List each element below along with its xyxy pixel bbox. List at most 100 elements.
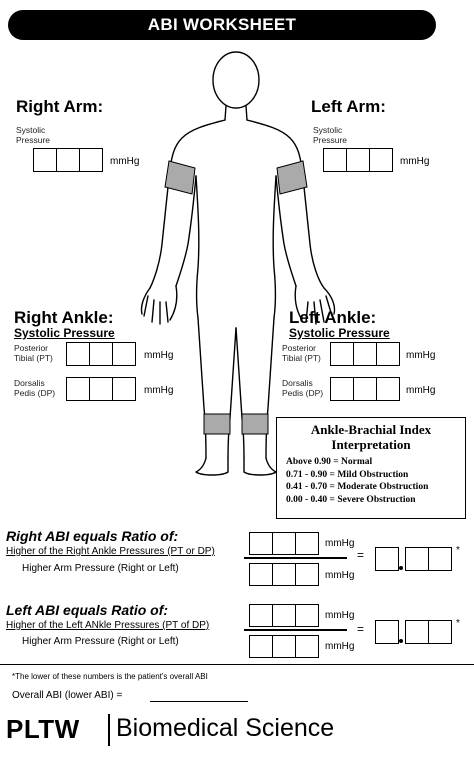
right-abi-ones-input[interactable] xyxy=(375,547,399,571)
left-dp-unit: mmHg xyxy=(406,385,436,396)
digit-box[interactable] xyxy=(90,343,113,365)
left-abi-fraction-line xyxy=(244,629,347,631)
right-abi-decimal-input[interactable] xyxy=(405,547,452,571)
right-abi-equals-sign: = xyxy=(357,548,365,562)
overall-abi-label: Overall ABI (lower ABI) = xyxy=(12,690,123,701)
digit-box[interactable] xyxy=(113,343,135,365)
digit-box[interactable] xyxy=(113,378,135,400)
digit-box[interactable] xyxy=(429,621,451,643)
left-abi-denominator-input[interactable] xyxy=(249,635,319,658)
right-abi-denominator-input[interactable] xyxy=(249,563,319,586)
digit-box[interactable] xyxy=(250,533,273,554)
right-abi-denominator-unit: mmHg xyxy=(325,570,355,581)
digit-box[interactable] xyxy=(67,378,90,400)
logo-divider xyxy=(108,714,110,746)
left-pt-unit: mmHg xyxy=(406,350,436,361)
digit-box[interactable] xyxy=(296,533,318,554)
label-line: Tibial (PT) xyxy=(282,353,321,363)
digit-box[interactable] xyxy=(250,564,273,585)
legend-item: 0.41 - 0.70 = Moderate Obstruction xyxy=(286,482,429,492)
legend-title: Ankle-Brachial Index Interpretation xyxy=(277,422,465,452)
right-abi-denominator-label: Higher Arm Pressure (Right or Left) xyxy=(22,563,179,574)
digit-box[interactable] xyxy=(250,636,273,657)
digit-box[interactable] xyxy=(34,149,57,171)
digit-box[interactable] xyxy=(273,636,296,657)
overall-abi-answer-line[interactable] xyxy=(150,701,248,702)
left-abi-decimal-input[interactable] xyxy=(405,620,452,644)
program-name: Biomedical Science xyxy=(116,714,335,742)
footnote: *The lower of these numbers is the patie… xyxy=(12,672,208,681)
digit-box[interactable] xyxy=(80,149,102,171)
label-line: Dorsalis xyxy=(282,378,313,388)
left-abi-numerator-input[interactable] xyxy=(249,604,319,627)
right-dp-pressure-input[interactable] xyxy=(66,377,136,401)
digit-box[interactable] xyxy=(296,605,318,626)
right-pt-pressure-input[interactable] xyxy=(66,342,136,366)
digit-box[interactable] xyxy=(296,564,318,585)
left-arm-title: Left Arm: xyxy=(311,97,386,116)
decimal-point xyxy=(399,639,403,643)
right-arm-title: Right Arm: xyxy=(16,97,104,116)
label-line: Posterior xyxy=(282,343,317,353)
left-abi-denominator-label: Higher Arm Pressure (Right or Left) xyxy=(22,636,179,647)
digit-box[interactable] xyxy=(429,548,451,570)
right-abi-numerator-unit: mmHg xyxy=(325,538,355,549)
left-arm-pressure-input[interactable] xyxy=(323,148,393,172)
digit-box[interactable] xyxy=(406,621,429,643)
right-pt-unit: mmHg xyxy=(144,350,174,361)
digit-box[interactable] xyxy=(377,343,399,365)
pltw-logo: PLTW xyxy=(6,714,80,744)
label-line: Pedis (DP) xyxy=(14,388,56,398)
digit-box[interactable] xyxy=(331,378,354,400)
right-abi-numerator-input[interactable] xyxy=(249,532,319,555)
digit-box[interactable] xyxy=(296,636,318,657)
digit-box[interactable] xyxy=(67,343,90,365)
digit-box[interactable] xyxy=(90,378,113,400)
digit-box[interactable] xyxy=(324,149,347,171)
digit-box[interactable] xyxy=(331,343,354,365)
legend-item: 0.00 - 0.40 = Severe Obstruction xyxy=(286,494,416,505)
right-dp-unit: mmHg xyxy=(144,385,174,396)
digit-box[interactable] xyxy=(377,378,399,400)
digit-box[interactable] xyxy=(250,605,273,626)
body-outline-figure xyxy=(140,51,336,476)
digit-box[interactable] xyxy=(273,564,296,585)
abi-interpretation-legend: Ankle-Brachial Index Interpretation Abov… xyxy=(276,417,466,519)
label-line: Pressure xyxy=(16,135,51,145)
digit-box[interactable] xyxy=(57,149,80,171)
digit-box[interactable] xyxy=(376,548,398,570)
left-abi-numerator-unit: mmHg xyxy=(325,610,355,621)
label-line: Pressure xyxy=(313,135,348,145)
right-arm-label: Systolic Pressure xyxy=(16,125,50,145)
legend-title-line: Interpretation xyxy=(331,437,411,452)
right-ankle-subtitle: Systolic Pressure xyxy=(14,326,115,340)
right-posterior-tibial-label: Posterior Tibial (PT) xyxy=(14,343,53,363)
digit-box[interactable] xyxy=(376,621,398,643)
digit-box[interactable] xyxy=(354,343,377,365)
left-abi-asterisk: * xyxy=(456,618,460,629)
left-abi-denominator-unit: mmHg xyxy=(325,641,355,652)
worksheet-title: ABI WORKSHEET xyxy=(8,10,436,40)
left-dp-pressure-input[interactable] xyxy=(330,377,400,401)
right-abi-asterisk: * xyxy=(456,545,460,556)
digit-box[interactable] xyxy=(406,548,429,570)
digit-box[interactable] xyxy=(370,149,392,171)
label-line: Systolic xyxy=(313,125,343,135)
left-abi-equals-sign: = xyxy=(357,622,365,636)
right-arm-pressure-input[interactable] xyxy=(33,148,103,172)
digit-box[interactable] xyxy=(273,605,296,626)
left-ankle-title: Left Ankle: xyxy=(289,308,377,327)
label-line: Pedis (DP) xyxy=(282,388,324,398)
digit-box[interactable] xyxy=(347,149,370,171)
left-posterior-tibial-label: Posterior Tibial (PT) xyxy=(282,343,321,363)
left-pt-pressure-input[interactable] xyxy=(330,342,400,366)
left-abi-title: Left ABI equals Ratio of: xyxy=(6,602,169,618)
left-arm-label: Systolic Pressure xyxy=(313,125,347,145)
digit-box[interactable] xyxy=(273,533,296,554)
legend-title-line: Ankle-Brachial Index xyxy=(310,422,432,437)
right-abi-fraction-line xyxy=(244,557,347,559)
label-line: Systolic xyxy=(16,125,46,135)
digit-box[interactable] xyxy=(354,378,377,400)
left-abi-ones-input[interactable] xyxy=(375,620,399,644)
left-arm-unit: mmHg xyxy=(400,156,430,167)
